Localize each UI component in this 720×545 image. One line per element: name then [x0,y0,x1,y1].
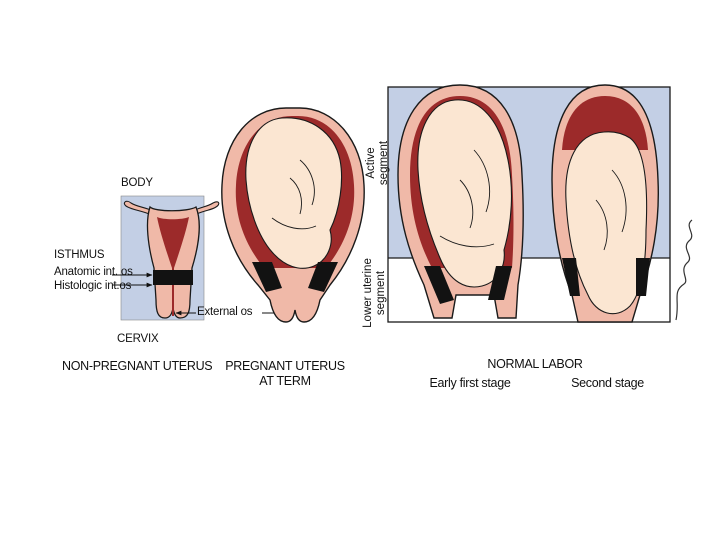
early-first-stage-uterus [397,84,524,319]
caption-pregnant-line1: PREGNANT UTERUS [225,359,345,373]
label-lower-segment-line1: Lower uterine [362,258,374,328]
artist-signature [675,219,693,321]
fetus-at-term [245,117,343,269]
pregnant-uterus [221,107,365,323]
labor-frame [387,86,671,323]
left-fallopian-tube [123,200,154,216]
second-stage-uterus [551,84,660,323]
label-active-segment: Active segment [365,115,391,211]
caption-normal-labor: NORMAL LABOR [487,357,583,371]
label-external-os: External os [197,306,253,318]
label-cervix: CERVIX [117,333,159,345]
label-isthmus: ISTHMUS [54,249,105,261]
label-histologic-int-os: Histologic int.os [54,280,132,292]
label-active-segment-line2: segment [378,140,390,186]
right-fallopian-tube [192,201,220,216]
label-active-segment-line1: Active [365,147,377,179]
caption-early-first-stage: Early first stage [429,376,511,390]
non-pregnant-uterus [112,195,284,321]
label-body: BODY [121,177,153,189]
isthmus-band [153,270,193,285]
fetus-early-first-stage [417,99,513,288]
pregnant-lower-segment-left [252,262,282,292]
caption-second-stage: Second stage [571,376,644,390]
caption-pregnant-line2: AT TERM [259,374,311,388]
label-anatomic-int-os: Anatomic int. os [54,266,133,278]
pregnant-lower-segment-right [308,262,338,292]
caption-non-pregnant-uterus: NON-PREGNANT UTERUS [62,359,213,373]
non-pregnant-uterine-cavity [157,217,189,268]
label-lower-segment-line2: segment [375,270,387,316]
caption-pregnant-uterus: PREGNANT UTERUS AT TERM [220,359,350,389]
label-lower-uterine-segment: Lower uterine segment [362,238,388,348]
normal-labor-panel [387,84,693,323]
